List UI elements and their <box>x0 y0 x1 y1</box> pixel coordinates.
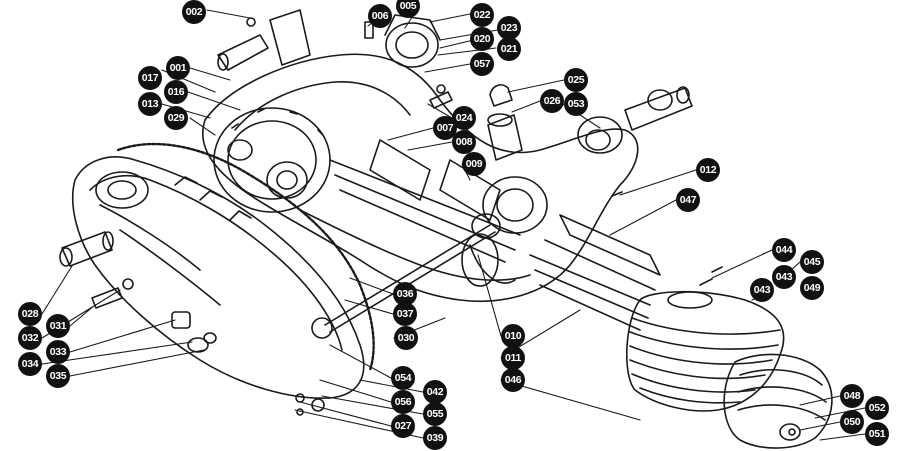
callout-badge[interactable]: 031 <box>46 314 70 338</box>
callout-badge[interactable]: 020 <box>470 27 494 51</box>
callout-badge[interactable]: 050 <box>840 410 864 434</box>
callout-badge[interactable]: 021 <box>497 37 521 61</box>
callout-badge[interactable]: 023 <box>497 16 521 40</box>
callout-badge[interactable]: 049 <box>800 276 824 300</box>
top-components <box>217 9 453 109</box>
piston-and-pin <box>487 84 693 197</box>
callout-badge[interactable]: 033 <box>46 340 70 364</box>
callout-badge[interactable]: 036 <box>393 282 417 306</box>
callout-badge[interactable]: 048 <box>840 384 864 408</box>
callout-badge[interactable]: 044 <box>772 238 796 262</box>
callout-badge[interactable]: 016 <box>164 80 188 104</box>
callout-badge[interactable]: 011 <box>501 346 525 370</box>
callout-badge[interactable]: 052 <box>865 396 889 420</box>
crank-rotor <box>461 176 548 287</box>
callout-badge[interactable]: 037 <box>393 302 417 326</box>
callout-badge[interactable]: 012 <box>696 158 720 182</box>
callout-badge[interactable]: 043 <box>750 278 774 302</box>
callout-badge[interactable]: 042 <box>423 380 447 404</box>
callout-badge[interactable]: 022 <box>470 3 494 27</box>
cover-shaft <box>59 231 114 267</box>
flywheel-disc <box>213 107 331 213</box>
callout-badge[interactable]: 051 <box>865 422 889 446</box>
callout-badge[interactable]: 053 <box>564 92 588 116</box>
callout-badge[interactable]: 013 <box>138 92 162 116</box>
callout-badge[interactable]: 039 <box>423 426 447 450</box>
callout-badge[interactable]: 025 <box>564 68 588 92</box>
callout-badge[interactable]: 032 <box>18 326 42 350</box>
callout-badge[interactable]: 046 <box>501 368 525 392</box>
callout-badge[interactable]: 008 <box>452 130 476 154</box>
callout-badge[interactable]: 054 <box>391 366 415 390</box>
callout-badge[interactable]: 010 <box>501 324 525 348</box>
long-rods <box>311 213 661 339</box>
callout-badge[interactable]: 009 <box>462 152 486 176</box>
leader-lines <box>41 7 866 441</box>
cylinder <box>626 266 785 412</box>
callout-badge[interactable]: 057 <box>470 52 494 76</box>
cylinder-head <box>723 353 833 449</box>
side-cover <box>71 156 365 399</box>
callout-badge[interactable]: 030 <box>394 326 418 350</box>
drive-chain <box>116 142 375 372</box>
callout-badge[interactable]: 006 <box>368 4 392 28</box>
callout-badge[interactable]: 035 <box>46 364 70 388</box>
callout-badge[interactable]: 002 <box>182 0 206 24</box>
callout-badge[interactable]: 045 <box>800 250 824 274</box>
callout-badge[interactable]: 001 <box>166 56 190 80</box>
callout-badge[interactable]: 055 <box>423 402 447 426</box>
callout-badge[interactable]: 043 <box>772 265 796 289</box>
crankcase <box>202 53 639 303</box>
callout-badge[interactable]: 005 <box>396 0 420 18</box>
callout-badge[interactable]: 047 <box>676 188 700 212</box>
callout-badge[interactable]: 017 <box>138 66 162 90</box>
callout-badge[interactable]: 034 <box>18 352 42 376</box>
callout-badge[interactable]: 029 <box>164 106 188 130</box>
callout-badge[interactable]: 028 <box>18 302 42 326</box>
callout-badge[interactable]: 056 <box>391 390 415 414</box>
callout-badge[interactable]: 027 <box>391 414 415 438</box>
callout-badge[interactable]: 026 <box>540 89 564 113</box>
